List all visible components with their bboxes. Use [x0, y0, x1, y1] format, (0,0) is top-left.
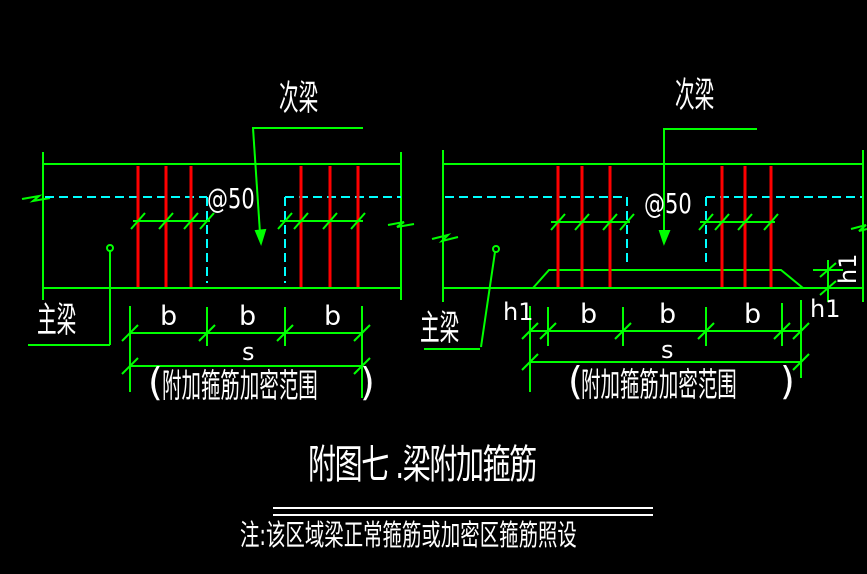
right-dim-b-3: b — [744, 299, 762, 330]
right-added-stirrups — [556, 166, 773, 287]
right-range-paren-open: ( — [568, 359, 583, 403]
right-haunch-height-label: h1 — [834, 253, 862, 284]
break-symbol — [21, 194, 51, 203]
figure-note: 注:该区域梁正常箍筋或加密区箍筋照设 — [240, 518, 577, 552]
left-dim-b-2: b — [239, 301, 257, 332]
right-range-paren-close: ) — [780, 359, 795, 403]
right-dim-b-2: b — [659, 299, 677, 330]
right-beam-outline — [431, 150, 867, 302]
leader-dot — [492, 245, 500, 253]
left-dim-s: s — [242, 338, 255, 366]
break-symbol — [850, 224, 867, 232]
left-range-paren-open: ( — [148, 360, 163, 404]
right-dim-s: s — [661, 336, 674, 364]
right-stirrup-spacing-label: @50 — [644, 187, 692, 220]
left-main-beam-leader — [28, 244, 114, 346]
break-symbol — [387, 221, 415, 228]
right-dim-h1-right: h1 — [810, 295, 841, 323]
haunch-line — [532, 269, 804, 289]
left-secondary-beam-leader — [252, 127, 363, 246]
break-symbol — [431, 233, 459, 243]
right-bottom-dimensions — [521, 300, 810, 392]
left-beam-outline — [21, 152, 415, 300]
title-underline — [273, 507, 653, 516]
right-dim-h1-left: h1 — [503, 298, 534, 326]
leader-arrowhead — [254, 228, 267, 246]
left-bottom-dimensions — [121, 306, 371, 398]
leader-dot — [106, 244, 114, 252]
right-spacing-dimension — [550, 213, 779, 231]
right-secondary-beam-label: 次梁 — [675, 76, 715, 116]
left-secondary-beam-label: 次梁 — [279, 79, 319, 119]
right-secondary-beam-leader — [658, 128, 757, 246]
right-dim-b-1: b — [580, 299, 598, 330]
right-main-beam-leader — [424, 245, 500, 350]
left-dim-b-3: b — [324, 301, 342, 332]
right-main-beam-label: 主梁 — [420, 309, 460, 349]
right-haunch-height-dimension — [813, 260, 843, 302]
left-range-label: 附加箍筋加密范围 — [162, 366, 318, 405]
left-dim-b-1: b — [160, 301, 178, 332]
right-hidden-lines — [445, 196, 862, 262]
left-added-stirrups — [136, 166, 360, 287]
leader-arrowhead — [658, 230, 671, 246]
left-main-beam-label: 主梁 — [37, 301, 77, 341]
right-range-label: 附加箍筋加密范围 — [581, 365, 737, 404]
left-range-paren-close: ) — [360, 360, 375, 404]
left-hidden-lines — [45, 196, 401, 283]
figure-title: 附图七 .梁附加箍筋 — [308, 442, 537, 488]
left-stirrup-spacing-label: @50 — [207, 182, 255, 215]
left-spacing-dimension — [130, 212, 366, 230]
